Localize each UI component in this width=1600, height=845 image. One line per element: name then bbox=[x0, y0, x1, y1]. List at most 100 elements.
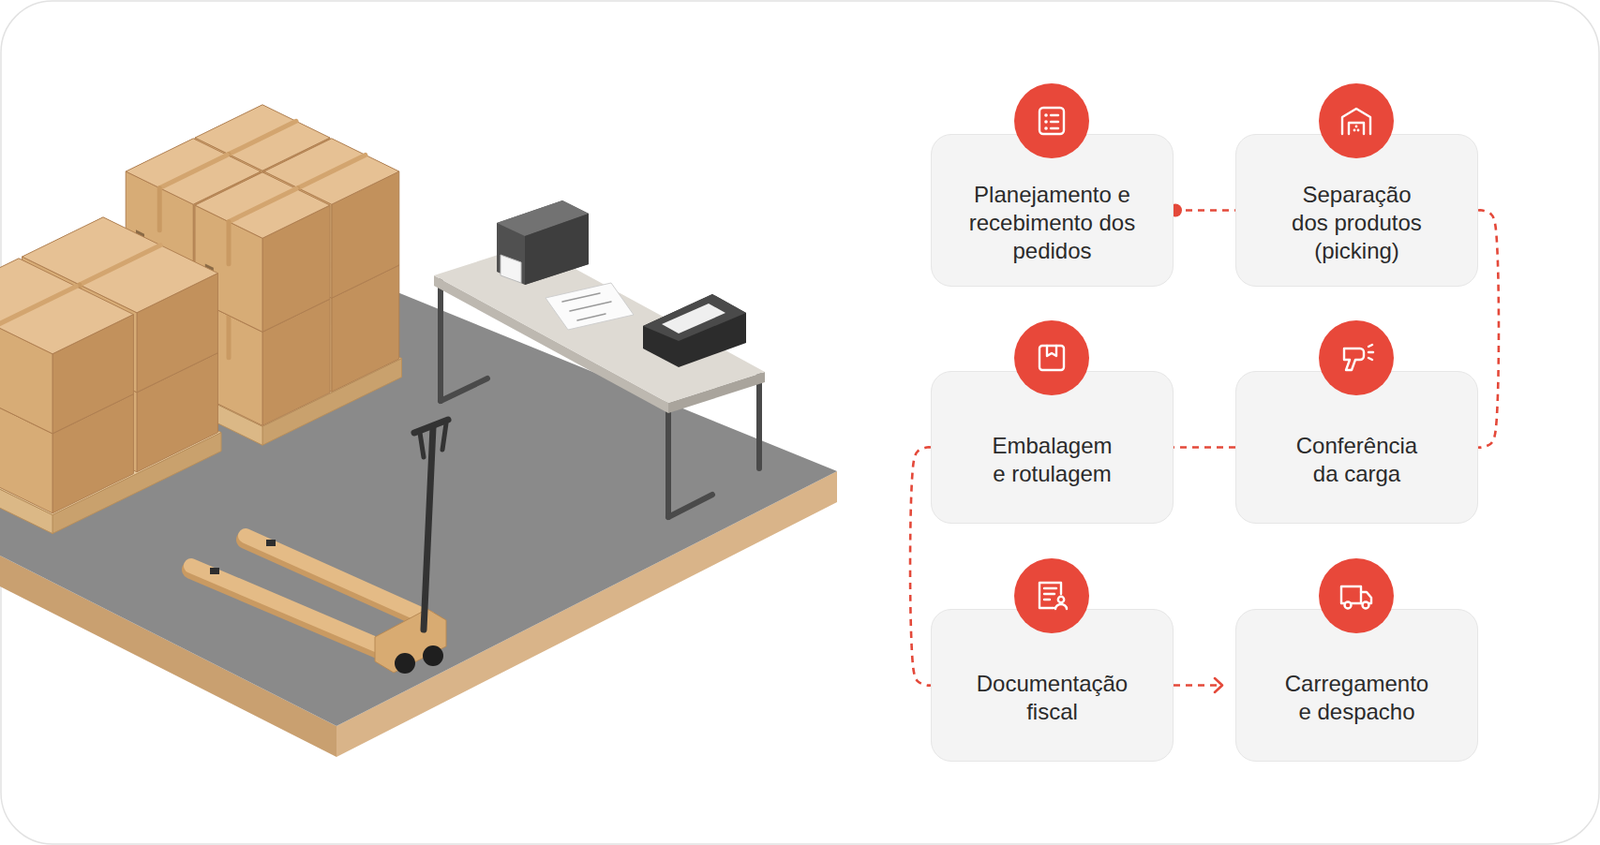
jack-handle bbox=[419, 433, 424, 458]
receipt-printer bbox=[642, 294, 747, 368]
label-printer bbox=[524, 213, 589, 285]
list-icon bbox=[1044, 126, 1048, 131]
paper-line bbox=[569, 301, 612, 312]
warehouse-icon bbox=[1353, 125, 1361, 133]
dashed-connector bbox=[910, 447, 931, 686]
list-icon bbox=[1039, 107, 1064, 135]
document-icon bbox=[1039, 583, 1062, 609]
warehouse-illustration bbox=[0, 104, 838, 758]
scanner-icon bbox=[1368, 351, 1374, 354]
document-icon bbox=[1044, 598, 1050, 601]
jack-fork bbox=[191, 566, 394, 653]
scanner-icon bbox=[1368, 344, 1373, 347]
connector-group bbox=[1168, 204, 1236, 218]
step-label: Embalagem e rotulagem bbox=[987, 432, 1118, 489]
table-top bbox=[433, 244, 765, 404]
paper-sheet bbox=[545, 283, 634, 330]
table-leg bbox=[756, 374, 763, 469]
pallet-stack bbox=[0, 217, 222, 535]
jack-fork bbox=[245, 536, 430, 619]
carton bbox=[194, 172, 330, 239]
document-icon bbox=[1044, 587, 1057, 590]
step-label: Documentação fiscal bbox=[968, 670, 1137, 727]
dashed-connector bbox=[1173, 684, 1223, 688]
label-printer bbox=[496, 200, 589, 285]
truck-icon bbox=[1341, 586, 1361, 604]
package-icon bbox=[1039, 345, 1064, 371]
connector-group bbox=[1173, 678, 1223, 693]
document-icon bbox=[1044, 593, 1055, 596]
receipt-paper bbox=[661, 303, 726, 334]
scanner-icon bbox=[1368, 358, 1373, 360]
truck-icon bbox=[1362, 602, 1370, 610]
tape bbox=[159, 154, 227, 188]
jack-label bbox=[266, 539, 276, 547]
step-label: Conferência da carga bbox=[1286, 432, 1428, 489]
process-box: Conferência da carga bbox=[1235, 371, 1479, 524]
dashed-connector bbox=[1173, 209, 1236, 212]
step-label: Planejamento e recebimento dos pedidos bbox=[969, 180, 1137, 266]
table-leg bbox=[665, 412, 672, 518]
jack-wheel bbox=[394, 653, 416, 674]
truck-icon bbox=[1360, 592, 1372, 604]
pallet-jack bbox=[191, 419, 449, 674]
receipt-printer bbox=[642, 294, 747, 368]
paper-sheet bbox=[545, 283, 634, 330]
list-icon bbox=[1044, 113, 1048, 131]
process-box: Separação dos produtos (picking) bbox=[1235, 134, 1479, 287]
jack-handle bbox=[442, 423, 447, 450]
list-icon bbox=[1044, 113, 1048, 118]
warehouse-icon bbox=[1355, 125, 1359, 129]
table-leg bbox=[440, 378, 488, 402]
paper-line bbox=[577, 314, 606, 321]
tape bbox=[157, 188, 163, 231]
connector-group bbox=[1173, 447, 1236, 449]
dashed-connector bbox=[1173, 446, 1236, 449]
list-icon bbox=[1050, 120, 1059, 123]
truck-icon bbox=[1341, 586, 1372, 610]
document-icon bbox=[1039, 583, 1067, 610]
tape bbox=[298, 154, 366, 188]
package-icon bbox=[1046, 345, 1057, 357]
step-label: Separação dos produtos (picking) bbox=[1286, 180, 1428, 266]
jack-label bbox=[209, 568, 220, 575]
tape bbox=[228, 120, 297, 154]
process-box: Embalagem e rotulagem bbox=[930, 371, 1174, 524]
connector-group bbox=[910, 447, 931, 686]
jack-wheel bbox=[422, 645, 444, 667]
list-icon bbox=[1050, 114, 1059, 117]
process-box: Carregamento e despacho bbox=[1235, 609, 1479, 763]
tape bbox=[79, 245, 161, 285]
package-icon bbox=[1039, 345, 1064, 371]
arrowhead bbox=[1214, 678, 1223, 693]
truck-icon bbox=[1345, 602, 1352, 610]
tape bbox=[226, 222, 232, 265]
warehouse-icon bbox=[1357, 129, 1361, 133]
warehouse-icon bbox=[1342, 108, 1371, 135]
dashed-connector bbox=[1478, 209, 1499, 448]
list-icon bbox=[1050, 127, 1059, 130]
connector-group bbox=[1478, 209, 1499, 448]
table-leg bbox=[437, 281, 444, 402]
table-leg bbox=[668, 494, 713, 518]
label-printer bbox=[496, 200, 589, 285]
tape bbox=[0, 286, 76, 327]
floor bbox=[0, 234, 838, 727]
process-box: Documentação fiscal bbox=[930, 609, 1174, 763]
warehouse-icon bbox=[1342, 108, 1371, 135]
scanner-icon bbox=[1344, 344, 1374, 371]
document-icon bbox=[1058, 597, 1064, 603]
printed-label bbox=[500, 254, 522, 284]
process-box: Planejamento e recebimento dos pedidos bbox=[930, 134, 1174, 287]
list-icon bbox=[1044, 119, 1048, 124]
packing-table bbox=[433, 244, 765, 518]
tape bbox=[228, 189, 297, 223]
step-label: Carregamento e despacho bbox=[1283, 670, 1432, 727]
tape bbox=[226, 315, 232, 359]
warehouse-icon bbox=[1353, 129, 1357, 133]
list-icon bbox=[1039, 107, 1064, 135]
scanner-icon bbox=[1344, 348, 1364, 371]
paper-line bbox=[562, 293, 600, 302]
